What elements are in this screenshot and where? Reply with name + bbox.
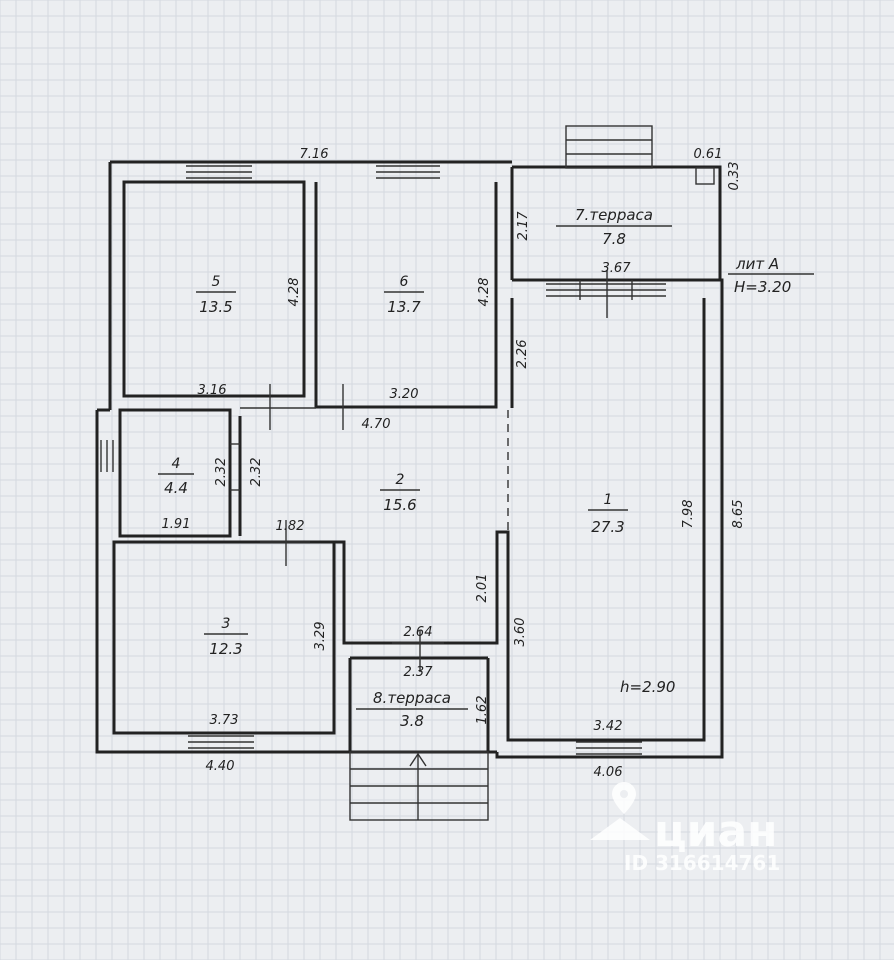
- terrace-7-label: 7.терраса: [575, 206, 653, 224]
- dim-room3-height: 3.29: [313, 622, 328, 651]
- dim-top-total: 7.16: [300, 147, 329, 162]
- dim-room3-width: 3.73: [210, 713, 239, 728]
- dim-terrace-width: 0.61: [694, 147, 723, 162]
- dim-corridor: 4.70: [362, 417, 391, 432]
- terrace-8-label: 8.терраса: [373, 689, 451, 707]
- dim-room2-bottom: 2.64: [404, 625, 433, 640]
- dim-room1-lower: 3.60: [513, 618, 528, 647]
- room-5-area: 13.5: [199, 298, 232, 316]
- stairs-bottom: [349, 751, 489, 821]
- dim-room4-height-2: 2.32: [249, 458, 264, 487]
- terrace-8-area: 3.8: [400, 712, 424, 730]
- outer-walls: [95, 160, 724, 759]
- dim-right-total: 8.65: [731, 500, 746, 529]
- dim-terrace8-height: 1.62: [475, 696, 490, 725]
- window-left: [100, 440, 114, 472]
- dim-right-bottom: 4.06: [594, 765, 623, 780]
- dim-terrace-height: 2.17: [516, 211, 531, 241]
- dim-room6-width: 3.20: [390, 387, 419, 402]
- dim-room2-height: 2.01: [475, 574, 490, 603]
- dimension-labels: 7.16 0.61 0.33 2.17 3.67 4.28 4.28 3.16 …: [162, 147, 746, 780]
- room-labels: 1 27.3 2 15.6 3 12.3 4 4.4 5 13.5 6 13.7…: [158, 206, 791, 730]
- windows: [100, 165, 715, 755]
- stairs-top: [565, 125, 653, 169]
- room-2-area: 15.6: [383, 496, 416, 514]
- room-6-number: 6: [400, 274, 409, 290]
- dim-room1-upper: 2.26: [515, 340, 530, 369]
- room-5-walls: [122, 180, 306, 398]
- window-top-1: [186, 165, 252, 179]
- room-1-area: 27.3: [591, 518, 624, 536]
- watermark-id: ID 316614761: [624, 851, 780, 875]
- dim-room5-height: 4.28: [287, 278, 302, 307]
- watermark-brand: циан: [654, 806, 778, 857]
- room-4-number: 4: [172, 456, 181, 472]
- room-3-number: 3: [222, 616, 231, 632]
- dim-room1-height: 7.98: [681, 500, 696, 529]
- location-pin-icon: [590, 782, 650, 840]
- room-4-area: 4.4: [164, 479, 188, 497]
- window-bottom-left: [188, 735, 254, 749]
- window-bottom-right: [576, 741, 642, 755]
- terrace-7-area: 7.8: [602, 230, 626, 248]
- window-top-2: [376, 165, 440, 179]
- room-4-walls: [118, 408, 232, 538]
- room-6-walls: [314, 182, 498, 409]
- room-3-area: 12.3: [209, 640, 242, 658]
- terrace-post: [695, 167, 715, 185]
- window-terrace-door: [546, 280, 666, 300]
- ceiling-height: h=2.90: [620, 678, 675, 696]
- dim-terrace-corner: 0.33: [727, 162, 742, 191]
- room-5-number: 5: [212, 274, 221, 290]
- dim-door-room1: 3.67: [602, 261, 632, 276]
- door-markers: [230, 270, 608, 672]
- dim-room4-width: 1.91: [162, 517, 191, 532]
- room-2-number: 2: [396, 472, 405, 488]
- lit-height: H=3.20: [734, 278, 791, 296]
- dim-room5-width: 3.16: [198, 383, 227, 398]
- room-6-area: 13.7: [387, 298, 421, 316]
- lit-name: лит А: [735, 255, 779, 273]
- dim-room4-height-1: 2.32: [214, 458, 229, 487]
- room-1-number: 1: [604, 492, 613, 508]
- dim-left-total: 4.40: [206, 759, 235, 774]
- dim-room1-width: 3.42: [594, 719, 623, 734]
- terrace-8-walls: [348, 656, 490, 752]
- dim-terrace8-width: 2.37: [404, 665, 434, 680]
- dim-door-room3: 1.82: [276, 519, 305, 534]
- dim-room6-height: 4.28: [477, 278, 492, 307]
- watermark: циан ID 316614761: [590, 782, 780, 875]
